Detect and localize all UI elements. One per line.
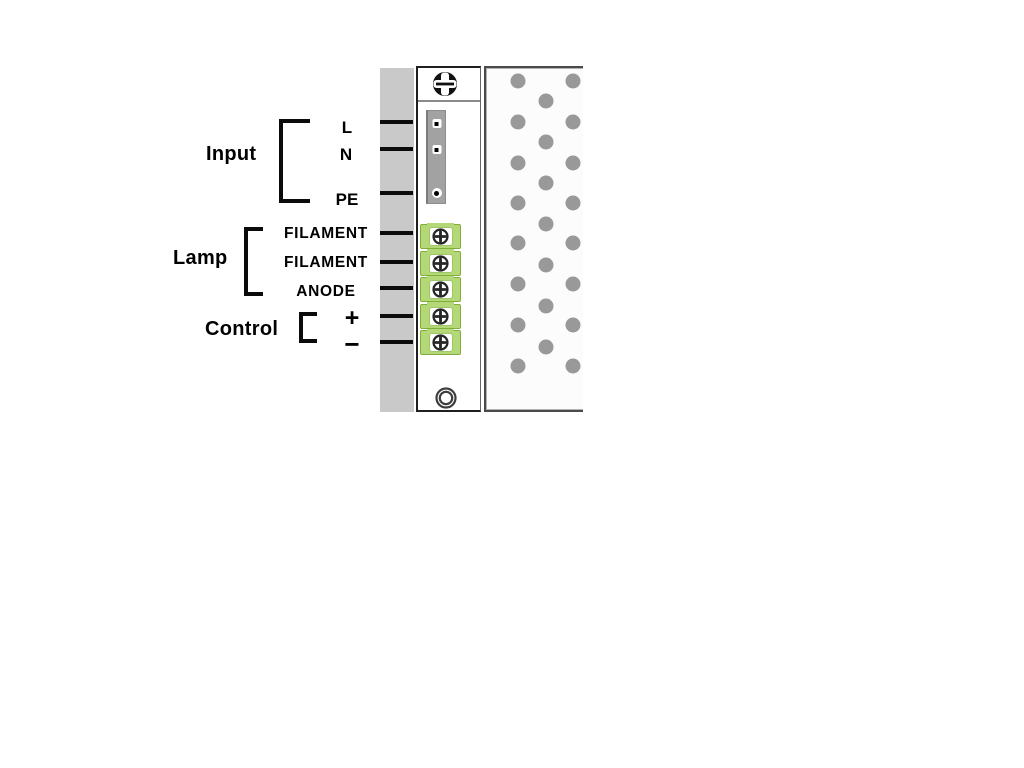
wire-minus bbox=[380, 340, 413, 344]
connector-pin bbox=[434, 147, 439, 152]
ventilation-dots bbox=[510, 73, 581, 374]
terminal-screw-icon bbox=[432, 255, 449, 272]
perforated-cover bbox=[484, 66, 583, 412]
terminal-label-filament-1: FILAMENT bbox=[284, 225, 368, 242]
connector-pin bbox=[434, 121, 439, 126]
wire-n bbox=[380, 147, 413, 151]
mounting-hole-icon bbox=[435, 387, 457, 409]
wire-anode bbox=[380, 286, 413, 290]
group-label-lamp: Lamp bbox=[173, 247, 228, 269]
connector-pin bbox=[434, 190, 439, 196]
terminal-washer bbox=[428, 280, 453, 300]
input-connector-strip bbox=[426, 110, 446, 204]
screw-terminal-block bbox=[420, 222, 461, 357]
screw-terminal-3 bbox=[420, 275, 461, 303]
terminal-label-filament-2: FILAMENT bbox=[284, 254, 368, 271]
wire-l bbox=[380, 120, 413, 124]
wire-pe bbox=[380, 191, 413, 195]
terminal-label-plus: + bbox=[344, 304, 360, 332]
wire-plus bbox=[380, 314, 413, 318]
terminal-washer bbox=[428, 227, 453, 246]
terminal-washer bbox=[428, 306, 453, 326]
mounting-flange bbox=[380, 68, 414, 412]
terminal-label-anode: ANODE bbox=[296, 283, 356, 300]
group-label-input: Input bbox=[206, 143, 257, 165]
terminal-screw-icon bbox=[432, 228, 449, 245]
terminal-label-l: L bbox=[341, 118, 353, 137]
terminal-panel bbox=[416, 66, 481, 412]
terminal-screw-icon bbox=[432, 308, 449, 325]
screw-icon bbox=[433, 72, 457, 96]
terminal-washer bbox=[428, 333, 453, 353]
mounting-hole bbox=[434, 386, 458, 410]
group-label-control: Control bbox=[205, 318, 279, 340]
screw-terminal-4 bbox=[420, 302, 461, 329]
screw-terminal-2 bbox=[420, 249, 461, 276]
input-bracket bbox=[279, 119, 310, 203]
terminal-screw-icon bbox=[432, 281, 449, 298]
connector-hole-n bbox=[432, 145, 441, 154]
connector-hole-pe bbox=[431, 188, 442, 198]
lamp-bracket bbox=[244, 227, 263, 296]
terminal-label-pe: PE bbox=[335, 190, 359, 209]
terminal-label-minus: − bbox=[344, 329, 360, 359]
terminal-washer bbox=[428, 253, 453, 273]
screw-terminal-1 bbox=[420, 222, 461, 249]
terminal-label-n: N bbox=[339, 145, 353, 164]
control-bracket bbox=[299, 312, 317, 343]
screw-terminal-5 bbox=[420, 328, 461, 356]
terminal-screw-icon bbox=[432, 334, 449, 351]
wire-filament-2 bbox=[380, 260, 413, 264]
wire-filament-1 bbox=[380, 231, 413, 235]
mounting-screw-box bbox=[418, 68, 480, 102]
connector-hole-l bbox=[432, 119, 441, 128]
